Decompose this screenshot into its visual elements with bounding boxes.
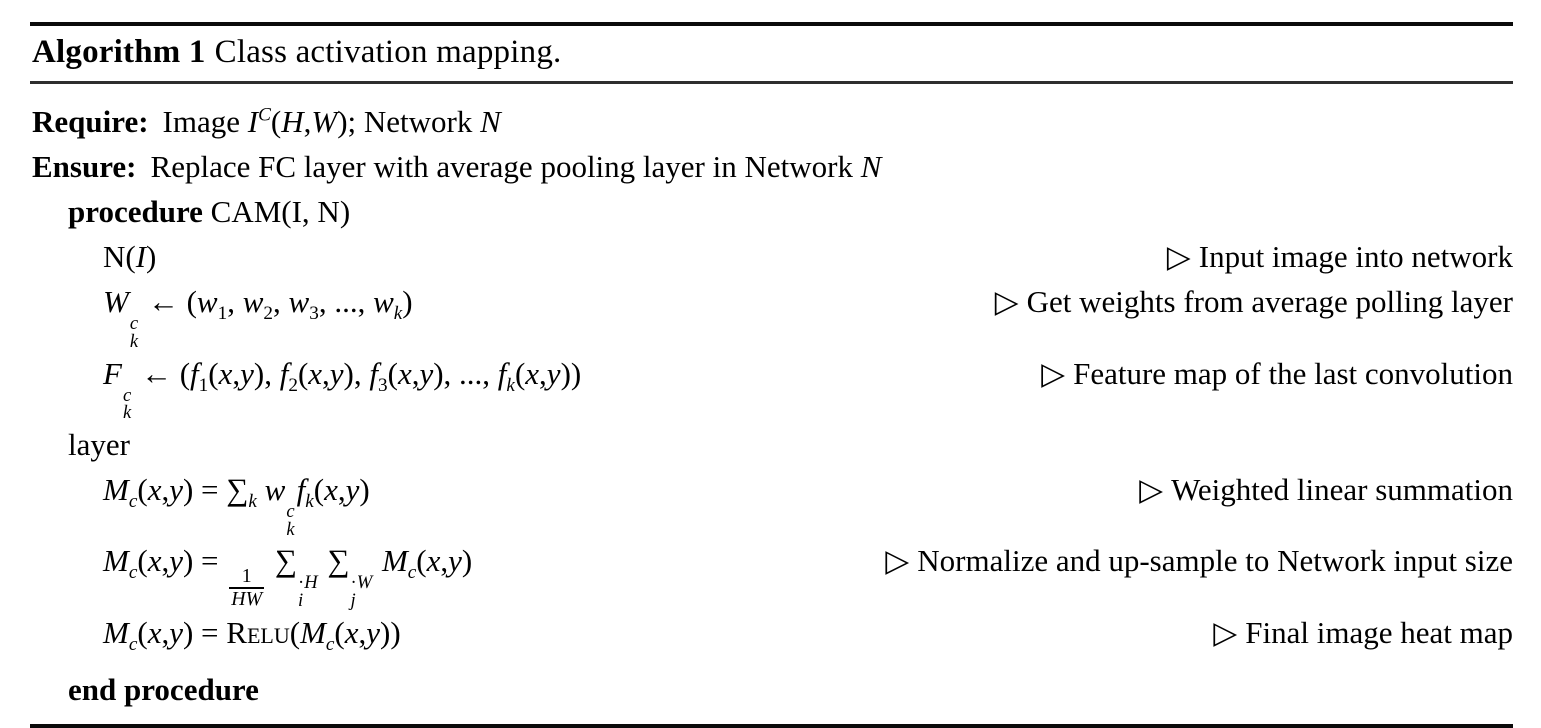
top-rule [30, 22, 1513, 26]
ensure-content: Replace FC layer with average pooling la… [150, 149, 882, 185]
comment-marker-icon: ▷ [994, 284, 1019, 320]
algorithm-label: Algorithm 1 [32, 34, 206, 70]
procedure-line: procedure CAM(I, N) [30, 189, 1513, 234]
ensure-keyword: Ensure: [32, 149, 137, 185]
end-procedure-line: end procedure [30, 667, 1513, 712]
inline-comment: ▷Final image heat map [1195, 610, 1513, 655]
code-statement: layer [68, 427, 130, 463]
algorithm-caption: Class activation mapping. [214, 34, 562, 70]
inline-comment: ▷Normalize and up-sample to Network inpu… [867, 538, 1513, 583]
comment-text: Get weights from average polling layer [1026, 284, 1513, 320]
comment-text: Feature map of the last convolution [1073, 355, 1513, 391]
inline-comment: ▷Input image into network [1149, 234, 1513, 279]
title-separator-rule [30, 81, 1513, 84]
comment-text: Weighted linear summation [1171, 472, 1513, 508]
wrapped-continuation-line: layer [30, 422, 1513, 467]
require-statement: Require: Image IC(H,W); Network N [32, 93, 501, 144]
inline-comment: ▷Feature map of the last convolution [1023, 351, 1513, 396]
comment-text: Normalize and up-sample to Network input… [917, 543, 1513, 579]
algorithm-body: Require: Image IC(H,W); Network N Ensure:… [30, 84, 1513, 712]
statement-line: N(I) ▷Input image into network [30, 234, 1513, 279]
inline-comment: ▷Get weights from average polling layer [977, 279, 1513, 324]
comment-text: Input image into network [1198, 239, 1513, 275]
code-statement: N(I) [103, 239, 157, 275]
ensure-line: Ensure: Replace FC layer with average poo… [30, 144, 1513, 189]
ensure-statement: Ensure: Replace FC layer with average poo… [32, 144, 881, 189]
code-statement: procedure CAM(I, N) [68, 194, 351, 230]
require-line: Require: Image IC(H,W); Network N [30, 93, 1513, 144]
comment-marker-icon: ▷ [1139, 472, 1164, 508]
comment-marker-icon: ▷ [1166, 239, 1191, 275]
inline-comment: ▷Weighted linear summation [1121, 467, 1513, 512]
comment-marker-icon: ▷ [885, 543, 910, 579]
code-statement: Mc(x,y) = Relu(Mc(x,y)) [103, 614, 401, 656]
comment-marker-icon: ▷ [1213, 614, 1238, 650]
require-content: Image IC(H,W); Network N [162, 104, 501, 140]
comment-marker-icon: ▷ [1041, 355, 1066, 391]
bottom-rule [30, 724, 1513, 728]
code-statement: end procedure [68, 672, 259, 708]
statement-line: Mc(x,y) = Relu(Mc(x,y)) ▷Final image hea… [30, 610, 1513, 667]
comment-text: Final image heat map [1245, 614, 1513, 650]
require-keyword: Require: [32, 104, 149, 140]
